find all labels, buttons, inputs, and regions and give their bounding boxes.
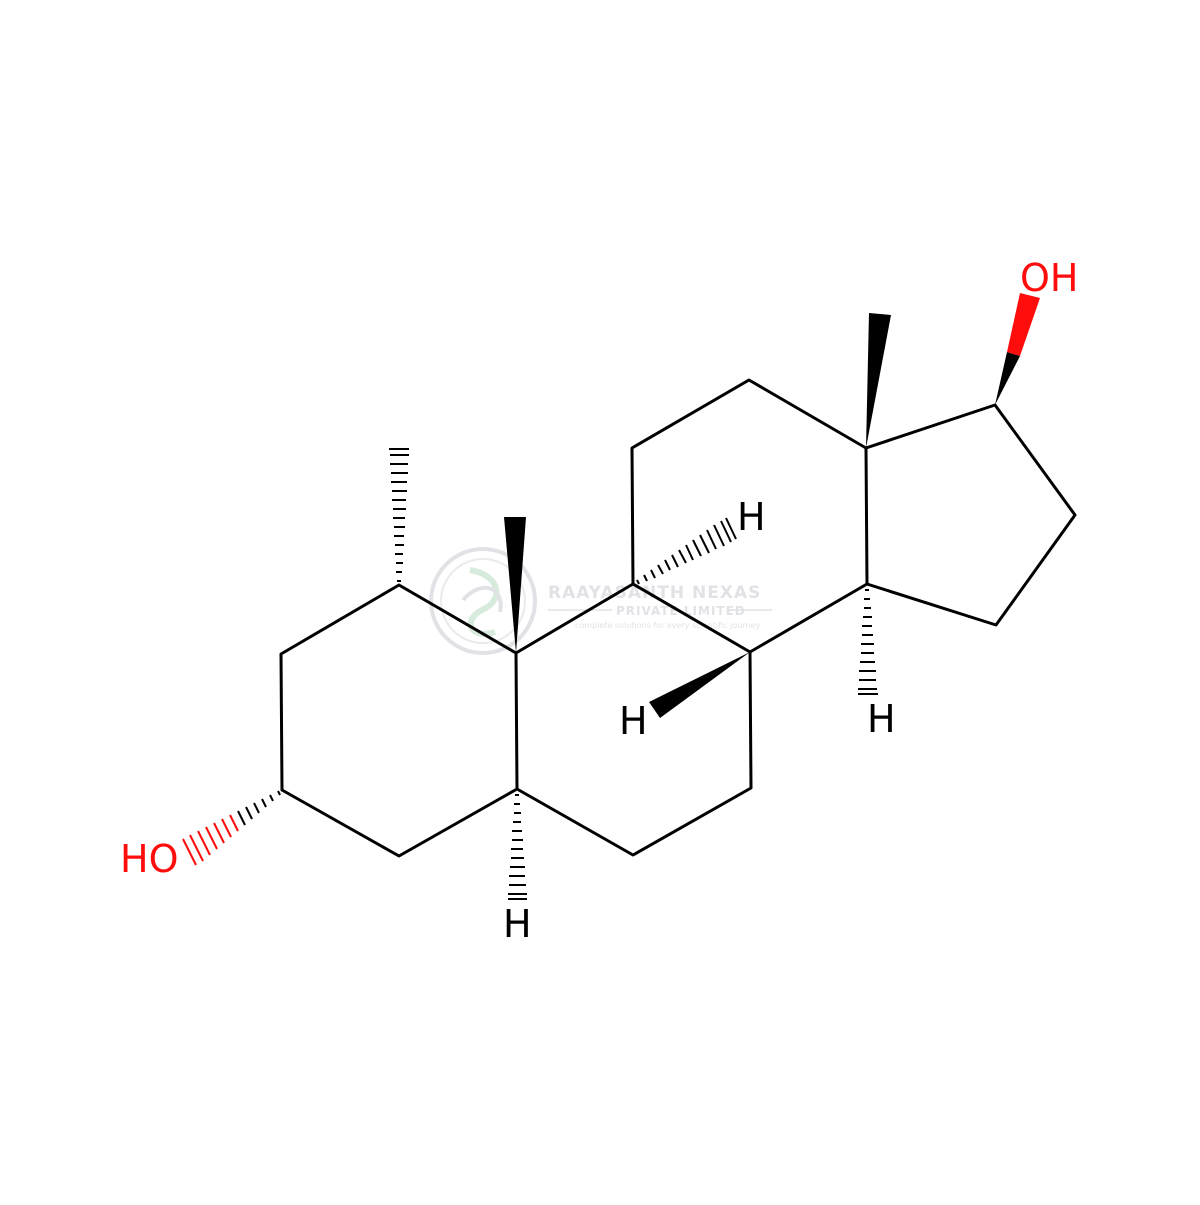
hash-c5-h	[508, 794, 527, 900]
hydrogen-label-c5: H	[503, 902, 532, 946]
hydrogen-label-c14: H	[867, 697, 896, 741]
oxygen-label-c3: HO	[120, 837, 178, 881]
hash-c3-oh	[237, 790, 281, 826]
ring-a	[279, 583, 519, 858]
ring-c	[630, 378, 869, 654]
hydrogen-label-c9: H	[737, 495, 766, 539]
wedge-c10-methyl	[504, 517, 526, 653]
watermark-tagline: complete solutions for every scientific …	[575, 621, 760, 630]
hash-c1-methyl	[389, 448, 409, 582]
wedge-c13-methyl	[866, 313, 891, 448]
hash-c14-h	[858, 589, 878, 695]
atom-labels: OH HO H H H H	[120, 256, 1078, 946]
ring-d	[864, 403, 1077, 627]
wedge-c17-oh	[995, 352, 1020, 405]
hash-c3-oh-red	[182, 814, 239, 866]
wedge-bonds	[504, 293, 1040, 718]
watermark-logo-icon	[429, 547, 537, 655]
hash-bonds	[182, 448, 878, 900]
watermark-company: RAAYASANTH NEXAS	[548, 583, 761, 603]
wedge-c17-oh-red	[1007, 293, 1040, 356]
oxygen-label-c17: OH	[1020, 256, 1078, 300]
hash-c9-h	[636, 517, 737, 585]
bond-skeleton	[279, 378, 1077, 858]
hydrogen-label-c8: H	[619, 699, 648, 743]
wedge-c8-h	[649, 652, 750, 718]
ring-b	[514, 582, 753, 857]
